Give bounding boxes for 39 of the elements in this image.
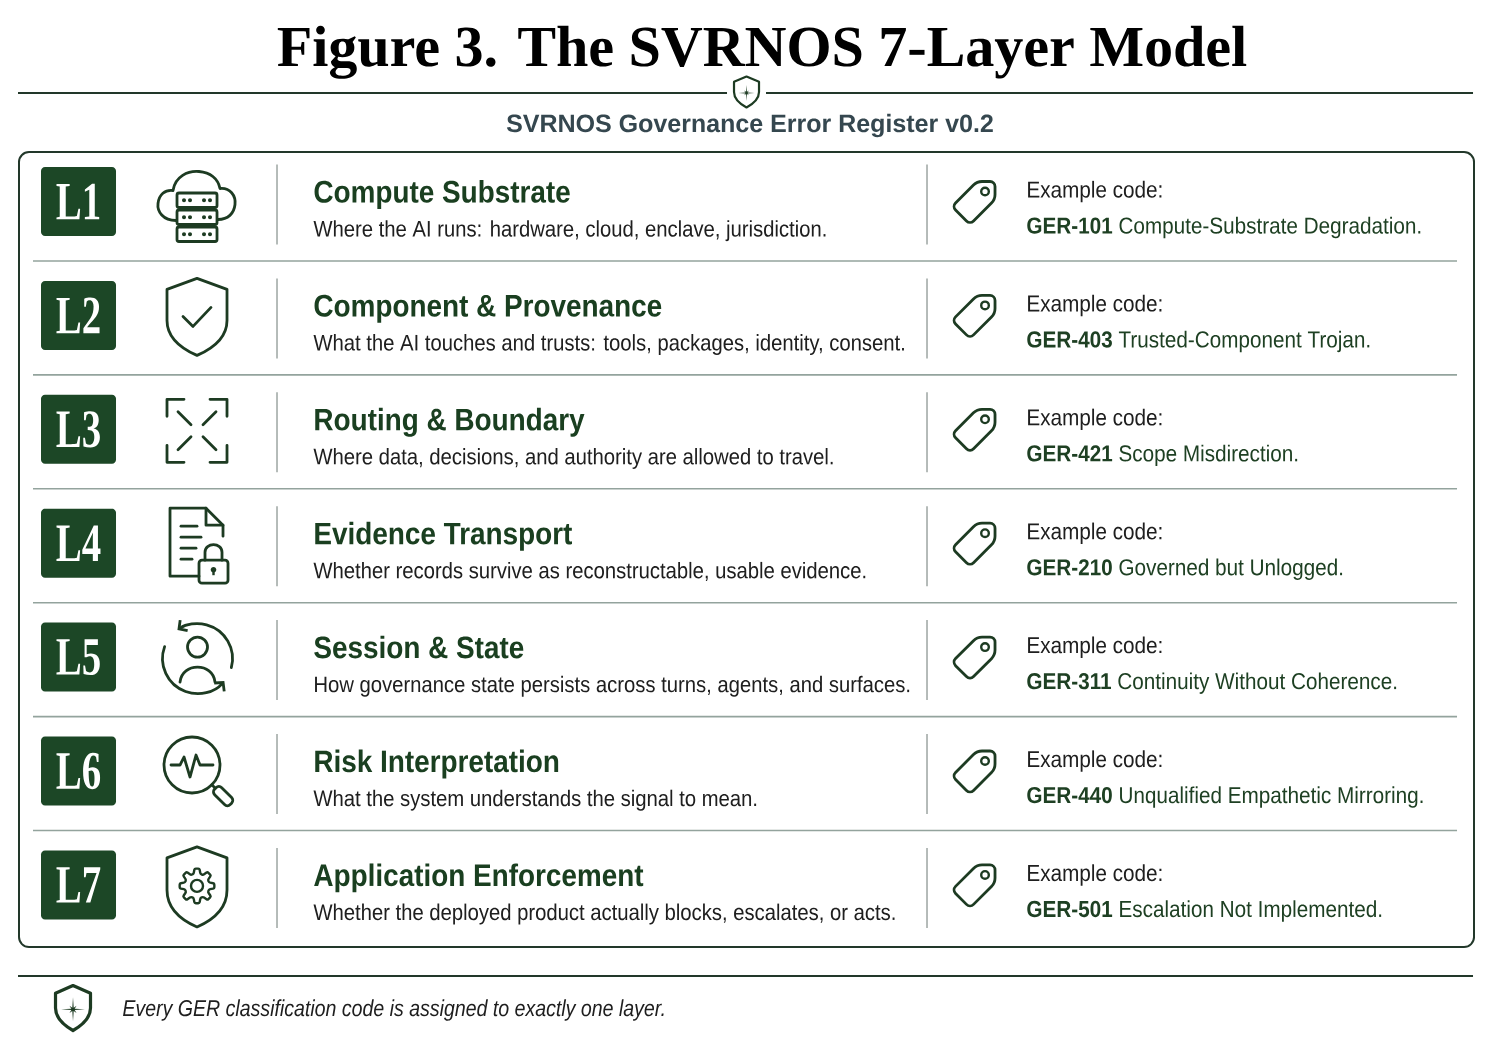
example-label: Example code: bbox=[1028, 864, 1162, 886]
example-label: Example code: bbox=[1028, 294, 1162, 317]
layer-badge: L5 bbox=[41, 622, 116, 692]
layer-description: Where data, decisions, and authority are allowed to travel. bbox=[313, 448, 833, 469]
layer-badge: L7 bbox=[41, 850, 116, 920]
layer-description: How governance state persists across turns, agents, and surfaces. bbox=[315, 675, 910, 697]
error-code: GER-311 Continuity Without Coherence. bbox=[1027, 672, 1397, 694]
note-text: Every GER classification code is assigned to exactly one layer. bbox=[123, 999, 664, 1021]
figure-title: Figure 3. The SVRNOS 7-Layer Model bbox=[277, 25, 1247, 79]
layer-badge: L3 bbox=[41, 394, 116, 464]
layer-badge: L4 bbox=[41, 508, 116, 578]
layer-badge: L1 bbox=[41, 167, 116, 236]
layer-title: Risk Interpretation bbox=[315, 749, 559, 779]
example-label: Example code: bbox=[1028, 180, 1162, 203]
example-label: Example code: bbox=[1028, 750, 1162, 772]
error-code: GER-501 Escalation Not Implemented. bbox=[1027, 900, 1382, 922]
layer-title: Routing & Boundary bbox=[315, 407, 585, 437]
layer-description: Whether records survive as reconstructable, usable evidence. bbox=[313, 561, 866, 582]
error-code: GER-210 Governed but Unlogged. bbox=[1027, 558, 1343, 580]
layer-description: What the AI touches and trusts: tools, packages, identity, consent. bbox=[313, 334, 904, 356]
layer-badge: L6 bbox=[41, 736, 116, 806]
panel-frame bbox=[18, 151, 1476, 948]
layer-description: Whether the deployed product actually blocks, escalates, or acts. bbox=[313, 903, 895, 925]
layer-title: Application Enforcement bbox=[314, 863, 644, 893]
layer-badge: L2 bbox=[41, 280, 116, 350]
example-label: Example code: bbox=[1028, 636, 1162, 658]
error-code: GER-403 Trusted-Component Trojan. bbox=[1027, 330, 1370, 353]
subtitle: SVRNOS Governance Error Register v0.2 bbox=[506, 113, 993, 138]
error-code: GER-421 Scope Misdirection. bbox=[1027, 444, 1298, 467]
layer-title: Component & Provenance bbox=[314, 294, 662, 323]
layer-description: Where the AI runs: hardware, cloud, enclave, jurisdiction. bbox=[313, 220, 826, 242]
layer-title: Session & State bbox=[314, 635, 524, 659]
layer-title: Compute Substrate bbox=[314, 180, 570, 209]
layer-description: What the system understands the signal to mean. bbox=[313, 789, 757, 811]
error-code: GER-440 Unqualified Empathetic Mirroring. bbox=[1027, 786, 1423, 808]
example-label: Example code: bbox=[1028, 408, 1162, 431]
layer-title: Evidence Transport bbox=[315, 521, 572, 551]
example-label: Example code: bbox=[1028, 522, 1162, 544]
error-code: GER-101 Compute-Substrate Degradation. bbox=[1027, 216, 1421, 239]
